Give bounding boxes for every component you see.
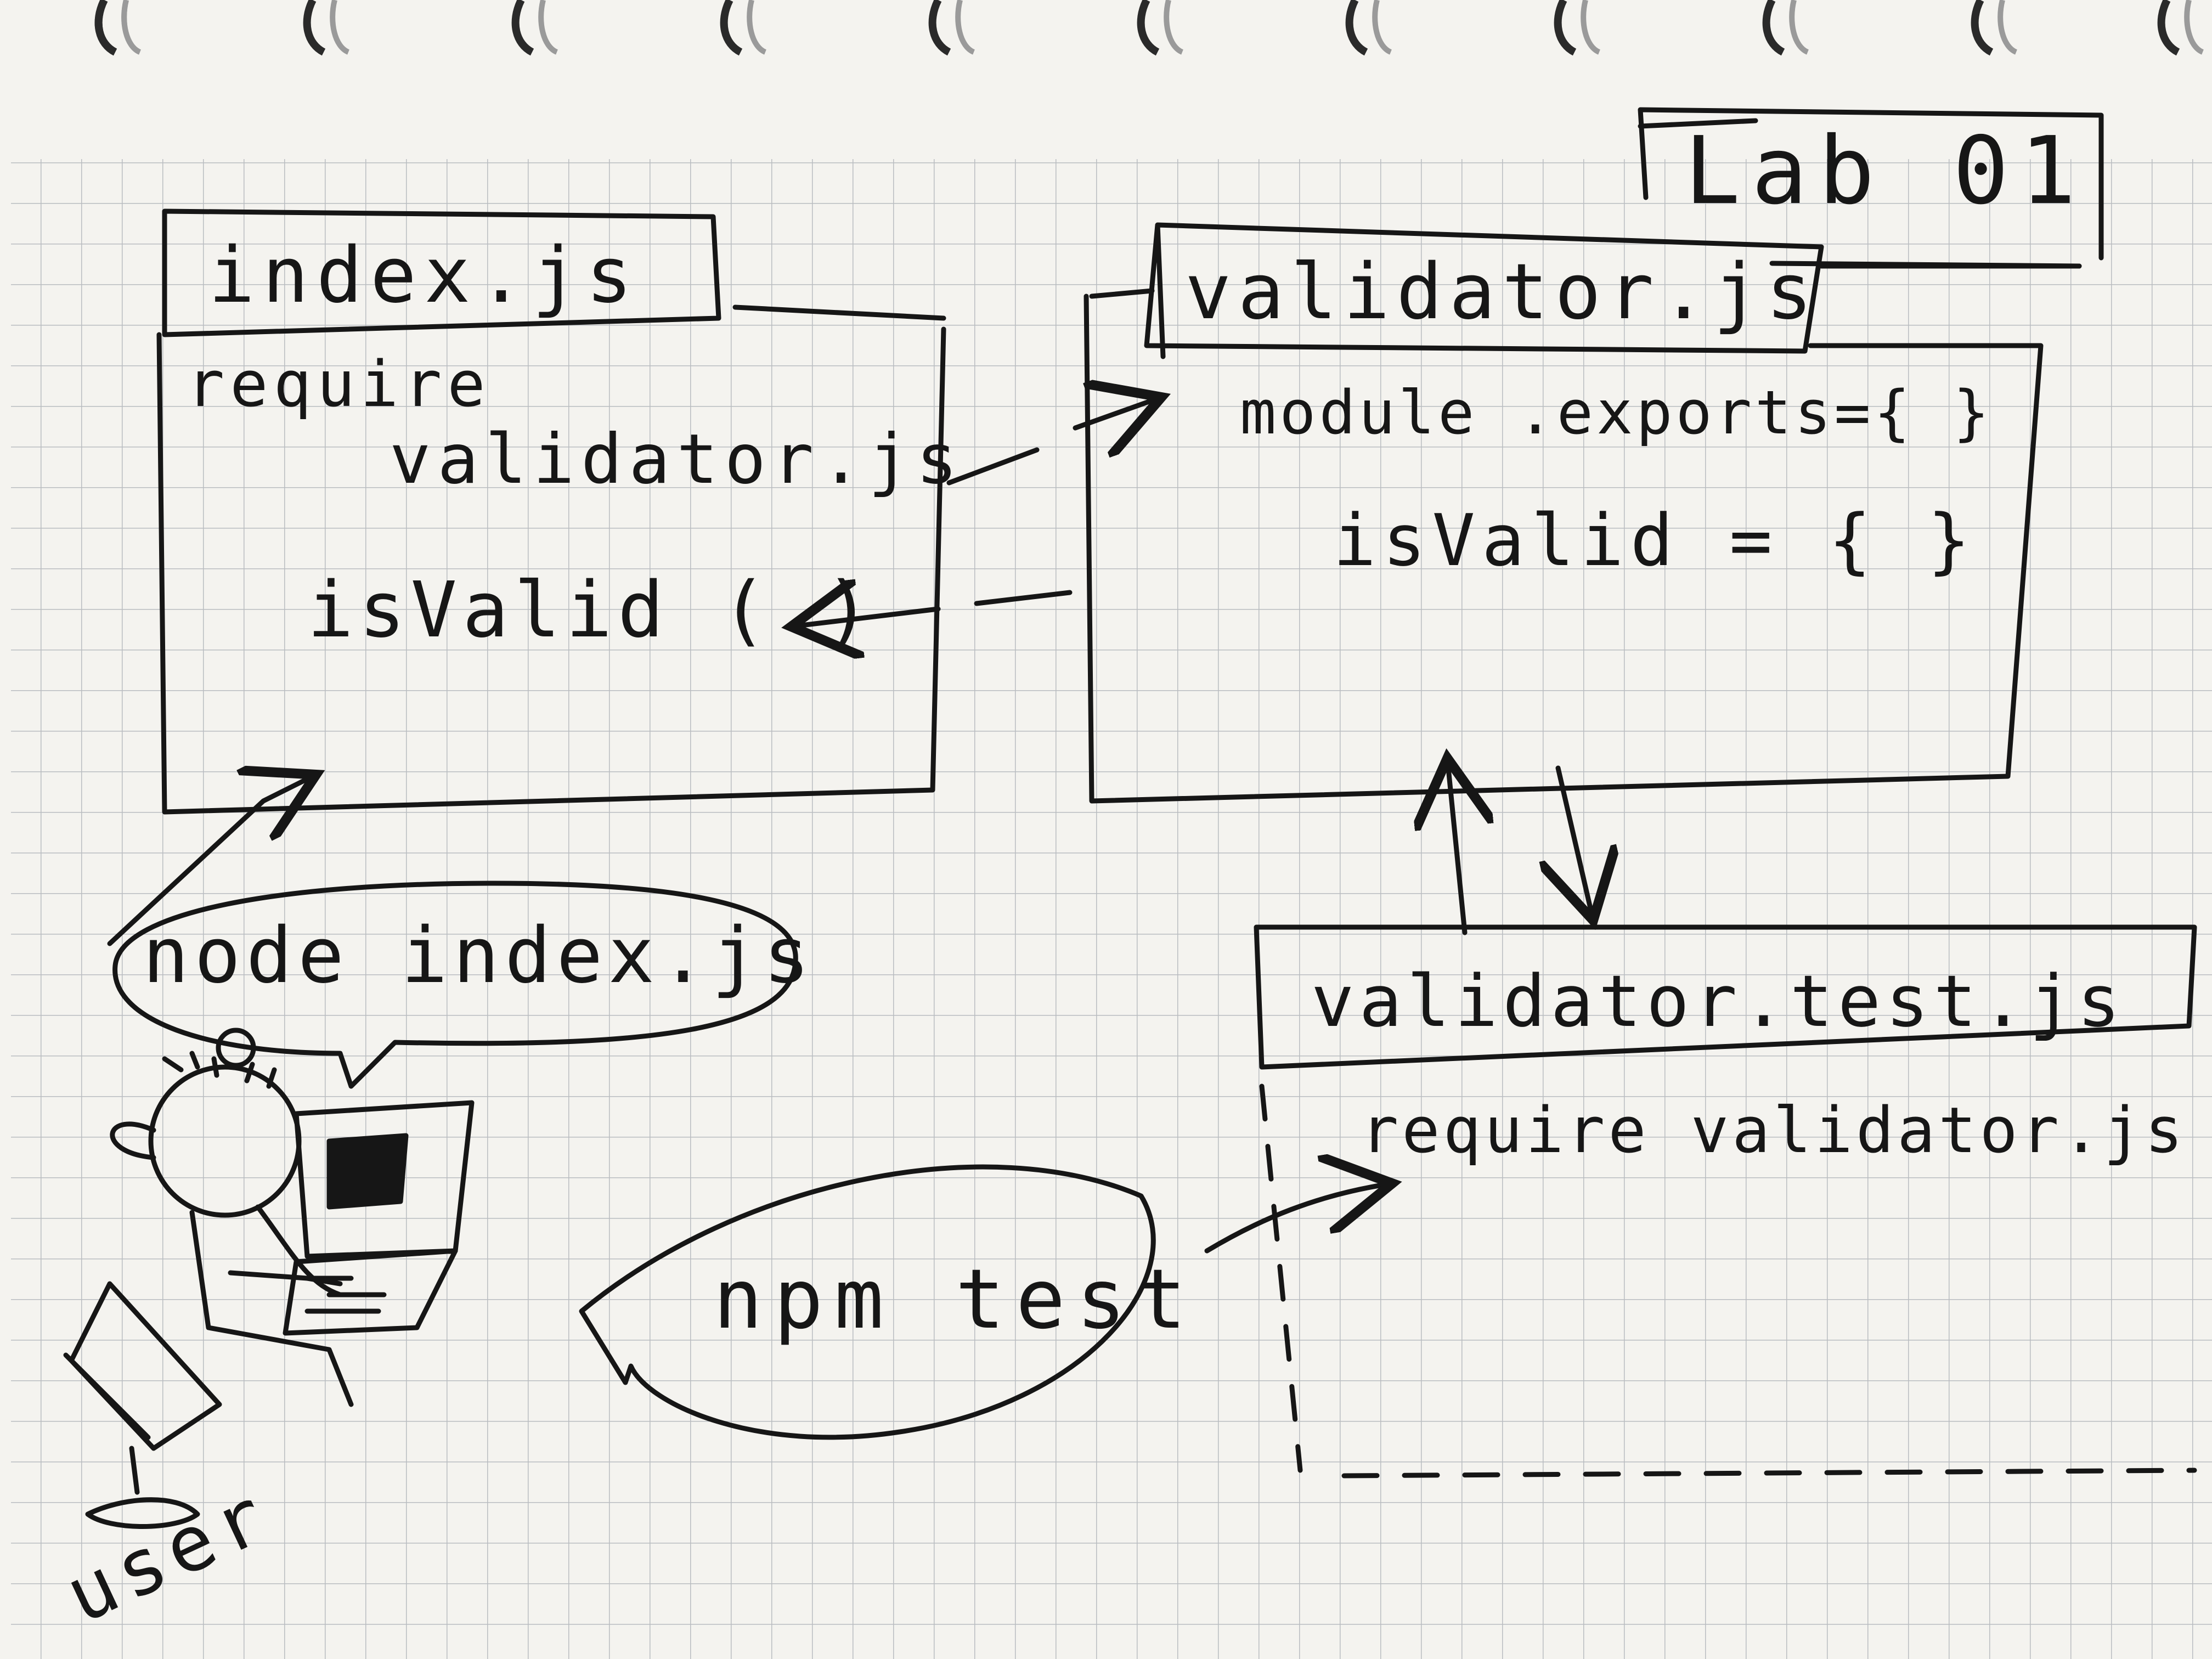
index-box-header (162, 208, 721, 337)
arrow-npm-to-test (1204, 1185, 1383, 1254)
arrow-node-to-index (107, 779, 307, 946)
npm-bubble-text: npm test (713, 1252, 1197, 1347)
validator-isvalid-text: isValid = { } (1333, 499, 1977, 582)
node-bubble-text: node index.js (143, 911, 815, 1001)
validator-exports-text: module .exports={ } (1240, 377, 1993, 448)
arrow-validator-to-test (1558, 765, 1591, 911)
test-box-name: validator.test.js (1311, 960, 2125, 1043)
arrow-validator-to-index (801, 592, 1073, 625)
title-frame (1638, 107, 2104, 269)
spiral-binding (99, 0, 2203, 52)
title-label: Lab 01 (1684, 117, 2087, 225)
npm-bubble-outline (579, 1164, 1156, 1440)
arrow-test-to-validator (1448, 768, 1465, 935)
arrow-index-to-validator (946, 400, 1152, 486)
index-validator-text: validator.js (390, 420, 964, 499)
validator-box-body (1084, 263, 2082, 804)
node-bubble-outline (112, 881, 798, 1089)
index-require-text: require (187, 348, 491, 421)
test-box-header (1254, 924, 2197, 1070)
index-box-body (156, 304, 946, 815)
index-box-name: index.js (208, 231, 640, 320)
validator-box-name: validator.js (1185, 247, 1819, 337)
index-isvalid-text: isValid ( ) (307, 566, 876, 655)
test-require-text: require validator.js (1361, 1094, 2186, 1167)
test-box-body (1259, 1084, 2197, 1479)
user-figure (63, 1028, 475, 1529)
